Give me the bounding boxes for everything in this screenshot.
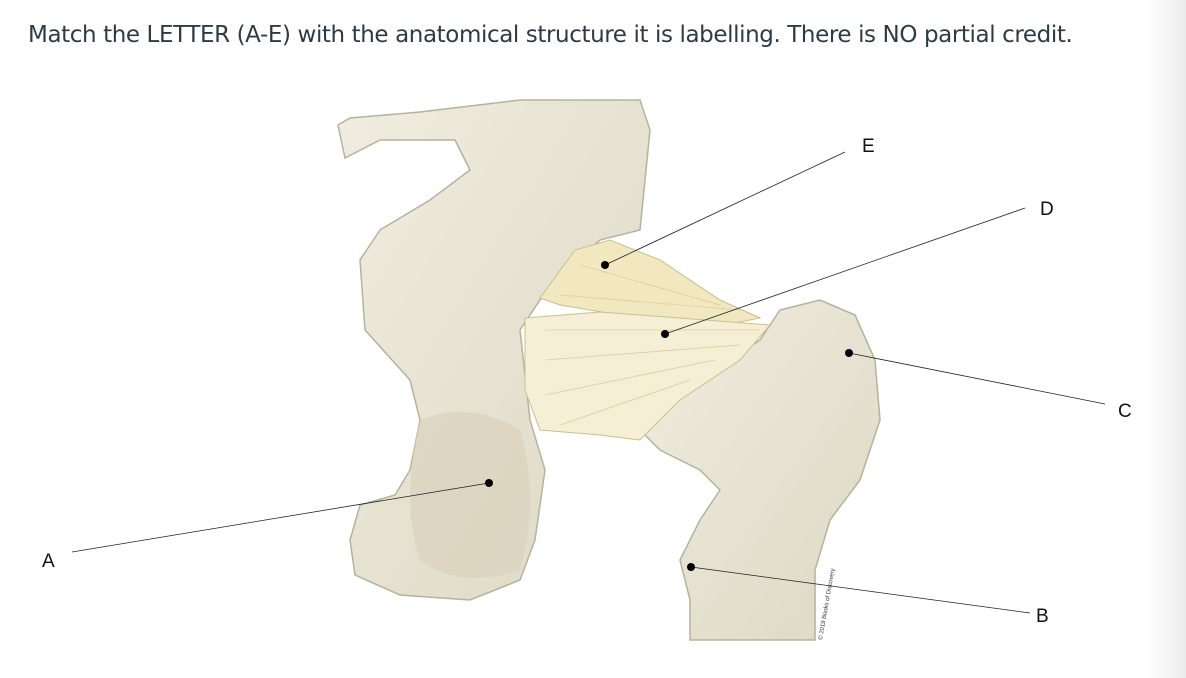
ligament-lower (524, 311, 772, 441)
question-text: Match the LETTER (A-E) with the anatomic… (28, 22, 1073, 48)
leader-dots (485, 261, 853, 571)
label-d: D (1040, 199, 1054, 220)
label-c: C (1118, 401, 1132, 422)
label-b: B (1036, 606, 1049, 627)
label-a: A (42, 551, 55, 572)
copyright-watermark: © 2019 Books of Discovery (817, 568, 836, 641)
leader-lines (71, 151, 1106, 614)
scrollbar-shadow (1146, 0, 1186, 678)
ligament-fibers (544, 264, 760, 426)
label-e: E (862, 136, 875, 157)
obturator-region (410, 412, 530, 578)
